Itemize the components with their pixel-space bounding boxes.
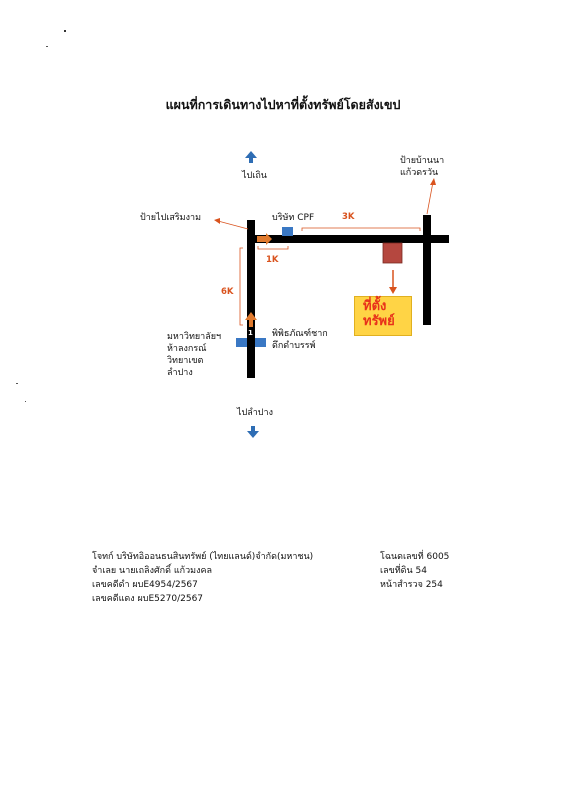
title-deed-number: โฉนดเลขที่ 6005	[380, 552, 450, 562]
distance-6k: 6K	[221, 287, 234, 297]
direction-arrow-east-icon	[257, 233, 272, 245]
scan-speck	[64, 30, 66, 32]
bracket-3k	[301, 227, 421, 231]
distance-3k: 3K	[342, 212, 355, 222]
bracket-1k	[257, 246, 289, 250]
case-info-right: โฉนดเลขที่ 6005 เลขที่ดิน 54 หน้าสำรวจ 2…	[380, 550, 449, 592]
label-university: มหาวิทยาลัยฯ ห้าลงกรณ์ วิทยาเขต ลำปาง	[167, 331, 221, 379]
label-university-line1: มหาวิทยาลัยฯ	[167, 332, 222, 342]
scan-speck	[46, 46, 48, 47]
label-company: บริษัท CPF	[272, 213, 315, 223]
plaintiff-line: โจทก์ บริษัทอิออนธนสินทรัพย์ (ไทยแลนด์)จ…	[92, 552, 314, 562]
junction-number: 1	[248, 329, 253, 337]
label-university-line3: วิทยาเขต	[167, 356, 204, 366]
red-case-number: เลขคดีแดง ผบE5270/2567	[92, 594, 204, 604]
south-arrow-icon	[247, 426, 259, 438]
label-west-sign: ป้ายไปเสริมงาม	[140, 213, 201, 223]
label-northeast: ป้ายบ้านนา แก้วดรวัน	[400, 155, 444, 179]
destination-line2: ทรัพย์	[363, 314, 395, 329]
property-marker	[382, 242, 403, 264]
label-university-line2: ห้าลงกรณ์	[167, 344, 207, 354]
museum-marker	[255, 338, 266, 347]
bracket-6k	[239, 247, 243, 326]
destination-arrow-icon	[389, 287, 397, 294]
destination-box: ที่ตั้ง ทรัพย์	[354, 296, 412, 336]
page-title: แผนที่การเดินทางไปหาที่ตั้งทรัพย์โดยสังเ…	[165, 97, 401, 112]
direction-arrow-north-icon	[245, 312, 257, 327]
label-north: ไปเถิน	[242, 171, 267, 181]
label-university-line4: ลำปาง	[167, 368, 193, 378]
label-museum-line1: พิพิธภัณฑ์ชาก	[272, 329, 328, 339]
black-case-number: เลขคดีดำ ผบE4954/2567	[92, 580, 198, 590]
destination-line1: ที่ตั้ง	[363, 299, 387, 314]
company-marker	[282, 227, 293, 236]
distance-1k: 1K	[266, 255, 279, 265]
label-museum-line2: ดึกดำบรรพ์	[272, 341, 316, 351]
north-arrow-icon	[245, 151, 257, 163]
label-northeast-line2: แก้วดรวัน	[400, 168, 439, 178]
label-south: ไปลำปาง	[237, 408, 273, 418]
land-number: เลขที่ดิน 54	[380, 566, 427, 576]
university-marker	[236, 338, 247, 347]
road-vertical-east	[423, 215, 431, 325]
case-info-left: โจทก์ บริษัทอิออนธนสินทรัพย์ (ไทยแลนด์)จ…	[92, 550, 313, 606]
road-vertical-main	[247, 220, 255, 378]
label-northeast-line1: ป้ายบ้านนา	[400, 156, 445, 166]
defendant-line: จำเลย นายเถลิงศักดิ์ แก้วมงคล	[92, 566, 213, 576]
label-museum: พิพิธภัณฑ์ชาก ดึกดำบรรพ์	[272, 328, 328, 352]
scan-speck	[25, 401, 26, 402]
survey-page: หน้าสำรวจ 254	[380, 580, 443, 590]
road-horizontal-main	[247, 235, 449, 243]
scan-speck	[16, 383, 18, 384]
